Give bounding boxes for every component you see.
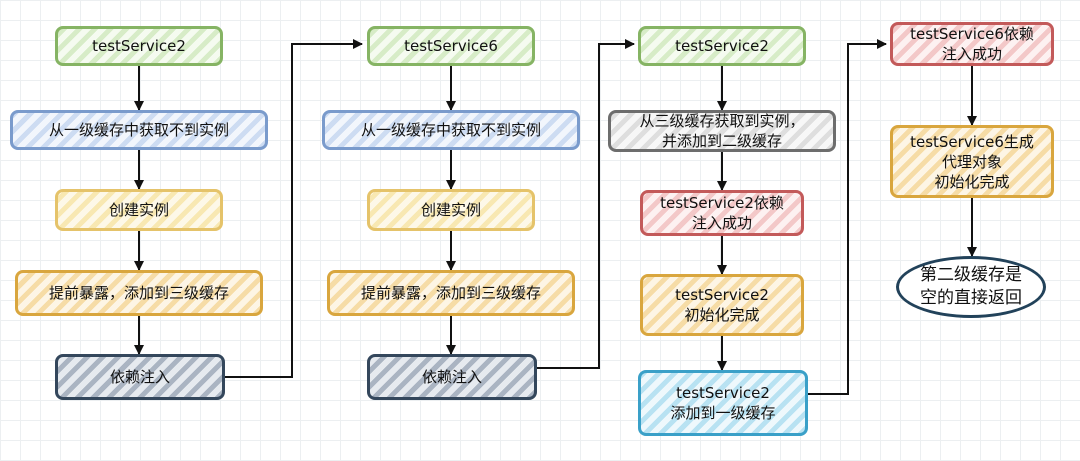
node-c4-inject-done: testService6依赖 注入成功 [890,22,1054,66]
node-label: 依赖注入 [421,368,482,386]
node-c2-lookup-l1: 从一级缓存中获取不到实例 [322,110,580,150]
node-label: testService2 [92,37,186,55]
node-c2-expose: 提前暴露，添加到三级缓存 [327,270,575,316]
node-c1-inject: 依赖注入 [55,354,225,400]
node-c3-init-done: testService2 初始化完成 [640,274,804,336]
node-c3-start: testService2 [638,26,806,66]
node-c2-create: 创建实例 [367,189,535,231]
node-label: 初始化完成 [934,172,1010,191]
node-c3-inject-done: testService2依赖 注入成功 [640,190,804,236]
node-c4-proxy: testService6生成 代理对象 初始化完成 [890,125,1054,198]
node-c1-expose: 提前暴露，添加到三级缓存 [15,270,263,316]
node-label: 并添加到二级缓存 [661,132,782,150]
node-c1-lookup-l1: 从一级缓存中获取不到实例 [10,110,268,150]
node-label: testService2 [675,286,769,304]
node-label: 第二级缓存是 [920,265,1022,285]
node-c2-start: testService6 [367,26,535,66]
node-label: testService6 [404,37,498,55]
node-label: 代理对象 [941,152,1002,171]
node-label: testService2 [675,37,769,55]
node-c4-result: 第二级缓存是 空的直接返回 [896,256,1046,318]
node-c3-add-l1: testService2 添加到一级缓存 [638,370,808,436]
node-label: 从一级缓存中获取不到实例 [360,121,541,139]
node-label: 创建实例 [108,201,169,219]
node-label: testService2 [676,384,770,402]
node-c1-start: testService2 [55,26,223,66]
connector-c1-to-c2 [225,39,363,378]
connector-c2-to-c3 [537,39,635,369]
node-label: 从一级缓存中获取不到实例 [48,121,229,139]
node-label: testService2依赖 [660,194,784,212]
node-label: 注入成功 [941,45,1002,63]
node-label: 初始化完成 [684,306,760,324]
node-label: 提前暴露，添加到三级缓存 [360,284,541,302]
connector-c3-to-c4 [808,39,887,395]
node-c3-from-l3: 从三级缓存获取到实例， 并添加到二级缓存 [608,110,836,152]
node-label: 添加到一级缓存 [670,404,776,422]
node-label: testService6生成 [910,132,1034,151]
node-c1-create: 创建实例 [55,189,223,231]
node-label: 提前暴露，添加到三级缓存 [48,284,229,302]
node-label: 从三级缓存获取到实例， [639,112,805,130]
node-c2-inject: 依赖注入 [367,354,537,400]
node-label: 依赖注入 [109,368,170,386]
node-label: 创建实例 [420,201,481,219]
node-label: 空的直接返回 [920,288,1022,308]
node-label: 注入成功 [691,214,752,232]
node-label: testService6依赖 [910,25,1034,43]
